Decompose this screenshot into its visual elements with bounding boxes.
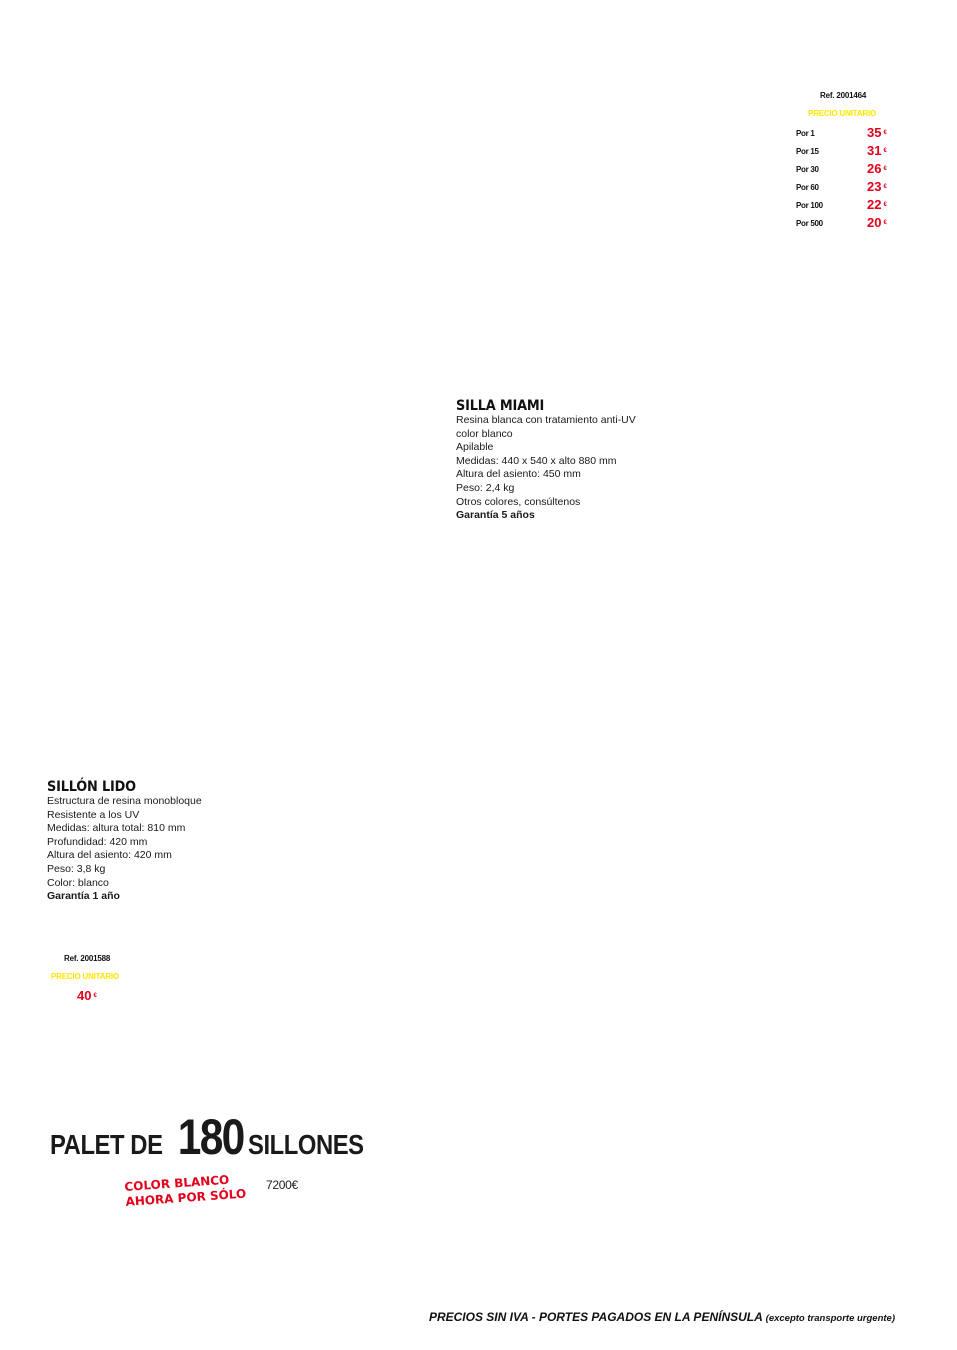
spec-line: Peso: 2,4 kg [456, 481, 515, 494]
tier-price: 22€ [867, 197, 887, 212]
spec-line: Apilable [456, 441, 494, 454]
euro-sign: € [883, 184, 887, 190]
sillon-lido-unit-label: PRECIO UNITARIO [51, 972, 119, 981]
spec-line: Color: blanco [47, 876, 109, 889]
palet-number: 180 [178, 1109, 246, 1165]
price-tier-row: Por 15 31€ [796, 143, 906, 161]
spec-line: Resina blanca con tratamiento anti-UV [456, 414, 636, 426]
spec-line: Otros colores, consúltenos [456, 495, 581, 508]
spec-line: Medidas: 440 x 540 x alto 880 mm [456, 454, 617, 467]
warranty-line: Garantía 5 años [456, 509, 535, 522]
euro-sign: € [883, 148, 887, 154]
silla-miami-title: SILLA MIAMI [456, 398, 545, 414]
palet-suffix: SILLONES [247, 1129, 364, 1160]
spec-line: Profundidad: 420 mm [47, 835, 148, 848]
price-tier-row: Por 100 22€ [796, 197, 906, 215]
warranty-line: Garantía 1 año [47, 890, 120, 903]
tier-price: 20€ [867, 215, 887, 230]
price-tier-row: Por 30 26€ [796, 161, 906, 179]
spec-line: Resistente a los UV [47, 808, 140, 821]
euro-sign: € [93, 993, 97, 999]
tier-label: Por 15 [796, 147, 819, 156]
euro-sign: € [883, 130, 887, 136]
footer-disclaimer: PRECIOS SIN IVA - PORTES PAGADOS EN LA P… [429, 1310, 895, 1324]
silla-miami-unit-label: PRECIO UNITARIO [808, 109, 876, 118]
silla-miami-description: Resina blanca con tratamiento anti-UV co… [456, 414, 716, 523]
price-tier-row: Por 1 35€ [796, 125, 906, 143]
sillon-lido-price-box: Ref. 2001588 PRECIO UNITARIO 40€ [50, 954, 160, 1004]
palet-prefix: PALET DE [50, 1129, 163, 1160]
price-tier-row: Por 60 23€ [796, 179, 906, 197]
spec-line: Altura del asiento: 450 mm [456, 468, 581, 481]
tier-label: Por 60 [796, 183, 819, 192]
tier-price: 23€ [867, 179, 887, 194]
spec-line: Medidas: altura total: 810 mm [47, 822, 186, 835]
sillon-lido-title: SILLÓN LIDO [47, 779, 136, 795]
tier-label: Por 100 [796, 201, 823, 210]
euro-sign: € [883, 202, 887, 208]
spec-line: color blanco [456, 427, 513, 440]
palet-promo-text: COLOR BLANCO AHORA POR SÓLO [124, 1172, 247, 1210]
tier-price: 31€ [867, 143, 887, 158]
sillon-lido-block: SILLÓN LIDO Estructura de resina monoblo… [47, 779, 307, 904]
spec-line: Altura del asiento: 420 mm [47, 849, 172, 862]
silla-miami-ref: Ref. 2001464 [820, 91, 867, 100]
footer-main: PRECIOS SIN IVA - PORTES PAGADOS EN LA P… [428, 1310, 763, 1324]
tier-label: Por 500 [796, 219, 823, 228]
tier-label: Por 1 [796, 129, 815, 138]
silla-miami-block: SILLA MIAMI Resina blanca con tratamient… [456, 398, 716, 523]
palet-price: 7200€ [266, 1178, 298, 1192]
silla-miami-price-table: Ref. 2001464 PRECIO UNITARIO Por 1 35€ P… [796, 88, 906, 238]
euro-sign: € [883, 166, 887, 172]
tier-price: 35€ [867, 125, 887, 140]
tier-price: 26€ [867, 161, 887, 176]
sillon-lido-ref: Ref. 2001588 [64, 954, 111, 963]
spec-line: Peso: 3,8 kg [47, 862, 106, 875]
footer-note: (excepto transporte urgente) [765, 1313, 895, 1324]
sillon-lido-price: 40€ [77, 988, 97, 1003]
tier-label: Por 30 [796, 165, 819, 174]
euro-sign: € [883, 220, 887, 226]
price-tier-row: Por 500 20€ [796, 215, 906, 233]
spec-line: Estructura de resina monobloque [47, 795, 202, 807]
sillon-lido-description: Estructura de resina monobloque Resisten… [47, 795, 307, 904]
